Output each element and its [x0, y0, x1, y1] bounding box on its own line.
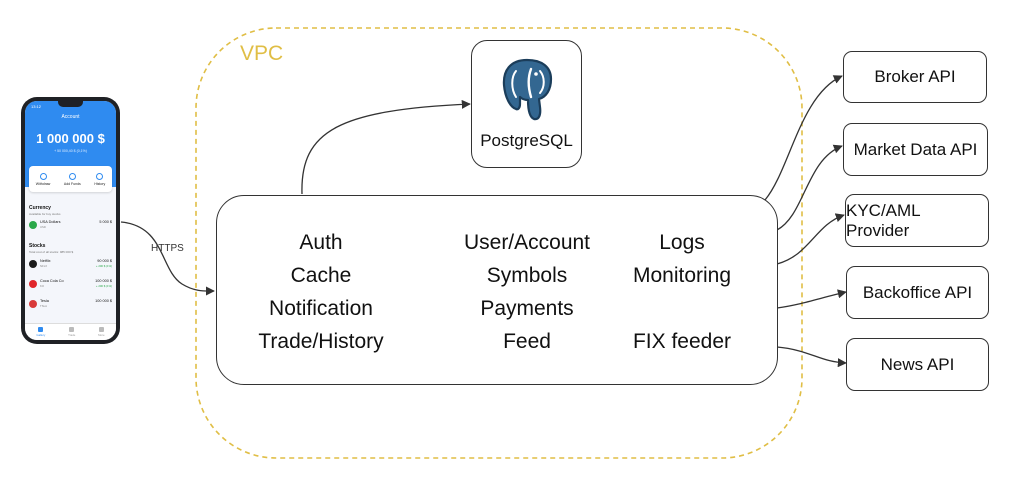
add-funds-icon	[68, 172, 76, 180]
currency-symbol: USD	[40, 225, 46, 229]
stock-symbol: KO	[40, 284, 45, 288]
phone-screen: 13:12 Account 1 000 000 $ + 50 000,40 $ …	[25, 101, 116, 340]
gallery-icon	[38, 327, 44, 332]
broker-api-connector	[764, 75, 843, 201]
history-icon	[96, 172, 104, 180]
stock-name: Netflix	[40, 259, 51, 263]
broker-api-node[interactable]: Broker API	[843, 51, 987, 103]
kyc-aml-provider-node[interactable]: KYC/AML Provider	[845, 194, 989, 247]
stock-value: 90 000 $	[97, 259, 112, 263]
tab-more-label: More	[98, 333, 105, 337]
tab-more[interactable]: More	[98, 327, 105, 337]
https-connector	[120, 221, 215, 296]
phone-action-bar: Withdraw Add Funds History	[29, 166, 112, 192]
phone-tab-bar: Gallery Trade More	[25, 323, 116, 340]
stock-row[interactable]: Tesla TSLA 100 000 $	[29, 299, 112, 311]
trade-icon	[69, 327, 75, 332]
stock-row[interactable]: Coca Cola Co KO 100 000 $ + 200 $ (1%)	[29, 279, 112, 291]
core-services-node[interactable]: Auth Cache Notification Trade/History Us…	[216, 195, 778, 385]
phone-balance-change: + 50 000,40 $ (0,1%)	[54, 149, 87, 153]
stock-change: + 200 $ (1%)	[95, 264, 112, 268]
news-api-connector	[776, 346, 847, 368]
add-funds-button[interactable]: Add Funds	[64, 166, 81, 192]
service-notification: Notification	[269, 297, 373, 320]
more-icon	[98, 327, 104, 332]
phone-time: 13:12	[31, 104, 42, 109]
https-label: HTTPS	[151, 243, 184, 254]
phone-balance: 1 000 000 $	[36, 131, 105, 146]
withdraw-button[interactable]: Withdraw	[35, 166, 51, 192]
service-logs: Logs	[659, 231, 705, 254]
usd-icon	[29, 221, 37, 229]
mobile-app-client[interactable]: 13:12 Account 1 000 000 $ + 50 000,40 $ …	[21, 97, 120, 344]
market-data-api-connector	[776, 144, 843, 231]
service-trade-history: Trade/History	[258, 330, 384, 353]
currency-row[interactable]: USA Dollars USD 5 000 $	[29, 220, 112, 232]
add-funds-label: Add Funds	[63, 181, 81, 186]
postgresql-elephant-icon	[502, 58, 553, 121]
services-column-1: Auth Cache Notification Trade/History	[251, 226, 391, 358]
news-api-node[interactable]: News API	[846, 338, 989, 391]
phone-screen-title: Account	[61, 114, 80, 120]
stock-change: + 200 $ (1%)	[95, 284, 112, 288]
service-cache: Cache	[290, 264, 352, 287]
coca-cola-icon	[29, 280, 37, 288]
currency-value: 5 000 $	[99, 220, 112, 224]
tab-trade-label: Trade	[68, 333, 76, 337]
stock-row[interactable]: Netflix NFLX 90 000 $ + 200 $ (1%)	[29, 259, 112, 271]
service-monitoring: Monitoring	[632, 264, 732, 287]
service-feed: Feed	[503, 330, 551, 353]
postgresql-label: PostgreSQL	[480, 131, 573, 150]
service-fix-feeder: FIX feeder	[632, 330, 732, 353]
service-auth: Auth	[299, 231, 343, 254]
stock-value: 100 000 $	[95, 299, 112, 303]
withdraw-icon	[39, 172, 47, 180]
currency-section-title: Currency	[29, 205, 51, 211]
currency-name: USA Dollars	[40, 220, 61, 224]
netflix-icon	[29, 260, 37, 268]
service-payments: Payments	[480, 297, 574, 320]
stock-name: Tesla	[40, 299, 49, 303]
services-column-2: User/Account Symbols Payments Feed	[457, 226, 597, 358]
withdraw-label: Withdraw	[35, 181, 51, 186]
tab-trade[interactable]: Trade	[68, 327, 75, 337]
currency-section-subtitle: Available for buy stocks	[29, 212, 61, 216]
stock-value: 100 000 $	[95, 279, 112, 283]
stocks-section-subtitle: Total cost of all stocks: 985 000 $	[29, 250, 74, 254]
postgresql-node[interactable]: PostgreSQL	[471, 40, 582, 168]
tesla-icon	[29, 300, 37, 308]
vpc-label: VPC	[240, 42, 284, 65]
stock-symbol: NFLX	[40, 264, 48, 268]
market-data-api-node[interactable]: Market Data API	[843, 123, 988, 176]
services-column-3: Logs Monitoring FIX feeder	[617, 226, 747, 358]
history-button[interactable]: History	[94, 166, 105, 192]
vpc-boundary	[195, 27, 803, 459]
service-blank	[617, 292, 747, 325]
tab-gallery-label: Gallery	[36, 333, 46, 337]
service-symbols: Symbols	[486, 264, 568, 287]
kyc-aml-connector	[776, 213, 845, 265]
stocks-section-title: Stocks	[29, 243, 46, 249]
backoffice-api-connector	[776, 289, 847, 309]
backoffice-api-node[interactable]: Backoffice API	[846, 266, 989, 319]
stock-symbol: TSLA	[40, 304, 47, 308]
history-label: History	[94, 181, 106, 186]
db-connector	[301, 99, 471, 195]
service-user-account: User/Account	[463, 231, 591, 254]
phone-notch	[58, 101, 83, 107]
stock-name: Coca Cola Co	[40, 279, 64, 283]
tab-gallery[interactable]: Gallery	[36, 327, 45, 337]
